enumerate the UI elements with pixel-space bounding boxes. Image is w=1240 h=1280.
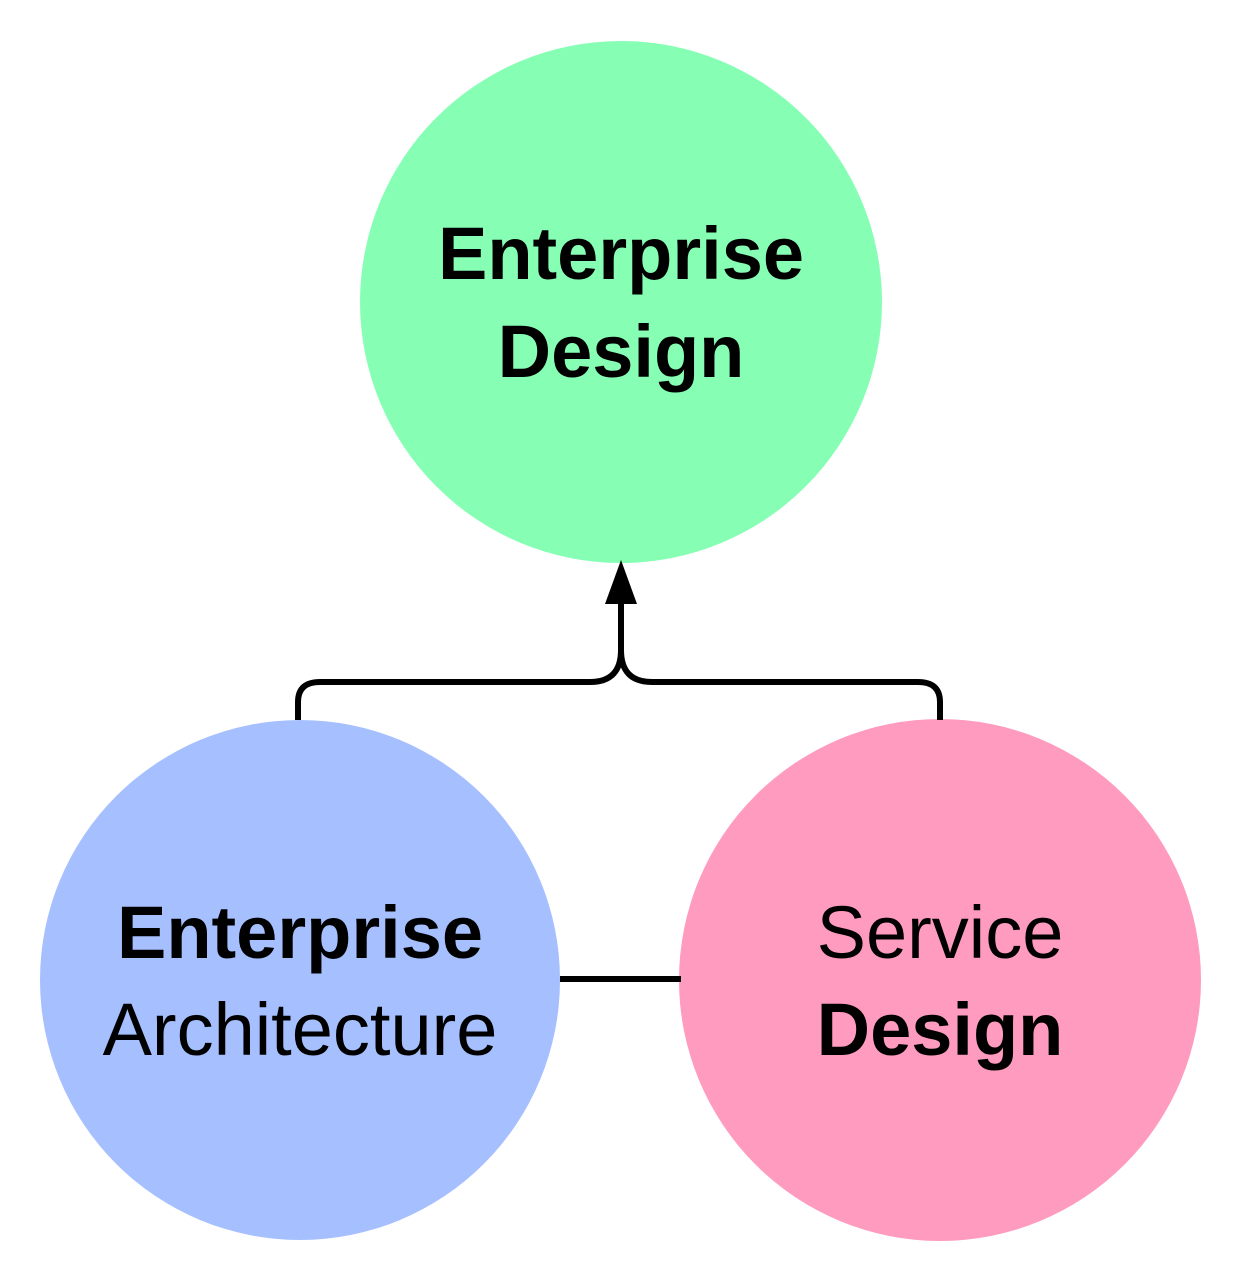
node-service-design-line1: Service (817, 891, 1064, 974)
node-enterprise-design-circle (360, 41, 882, 563)
arrowhead-up-icon (605, 560, 637, 604)
node-enterprise-design-line2: Design (498, 310, 745, 393)
brace-connector (295, 600, 943, 720)
node-enterprise-architecture-line2: Architecture (103, 988, 498, 1071)
node-enterprise-architecture: Enterprise Architecture (40, 720, 560, 1240)
node-enterprise-design-line1: Enterprise (438, 212, 804, 295)
node-enterprise-design: Enterprise Design (360, 41, 882, 563)
node-enterprise-architecture-line1: Enterprise (117, 891, 483, 974)
node-service-design: Service Design (679, 719, 1201, 1241)
node-service-design-circle (679, 719, 1201, 1241)
node-service-design-line2: Design (817, 988, 1064, 1071)
node-enterprise-architecture-circle (40, 720, 560, 1240)
